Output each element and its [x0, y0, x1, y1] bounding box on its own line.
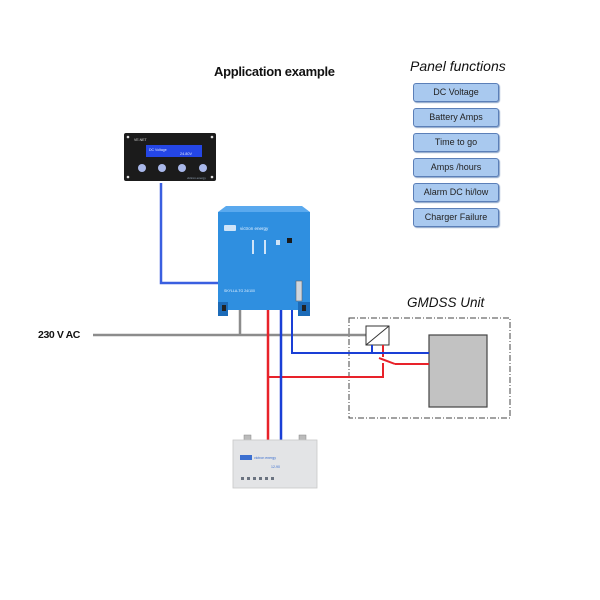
battery-charger: victron energy SKYLLA-TG 24/100 — [218, 206, 310, 316]
control-panel-maker: victron energy — [187, 176, 206, 180]
charger-logo — [224, 225, 236, 231]
gmdss-equipment-box — [428, 334, 488, 408]
panel-function-charger-failure: Charger Failure — [413, 208, 499, 227]
charger-dc-terminal — [295, 280, 303, 302]
converter-diagonal — [365, 325, 390, 346]
charger-body — [218, 212, 310, 310]
switch-contact — [378, 357, 396, 365]
panel-function-amp-hours: Amps /hours — [413, 158, 499, 177]
data-cable — [159, 183, 220, 285]
battery-model: 12-90 — [271, 465, 280, 469]
charger-model: SKYLLA-TG 24/100 — [224, 289, 255, 293]
panel-button-2 — [158, 164, 166, 172]
display-value: 24.80V — [180, 152, 193, 156]
control-panel: VE.NET DC Voltage 24.80V victron energy — [124, 133, 216, 181]
battery: victron energy 12-90 — [232, 434, 318, 489]
panel-functions-list: DC Voltage Battery Amps Time to go Amps … — [413, 83, 499, 233]
diagram-title: Application example — [214, 64, 335, 79]
control-panel-display — [146, 145, 202, 157]
gmdss-positive-wire — [268, 363, 384, 378]
gmdss-negative-wire — [291, 293, 429, 354]
panel-button-1 — [138, 164, 146, 172]
panel-function-time-to-go: Time to go — [413, 133, 499, 152]
display-line: DC Voltage — [149, 148, 167, 152]
panel-function-alarm-dc: Alarm DC hi/low — [413, 183, 499, 202]
battery-body — [232, 439, 318, 489]
panel-button-4 — [199, 164, 207, 172]
ac-input-label: 230 V AC — [38, 329, 80, 341]
charger-maker: victron energy — [240, 226, 269, 231]
panel-function-battery-amps: Battery Amps — [413, 108, 499, 127]
control-panel-brand: VE.NET — [134, 138, 148, 142]
battery-logo — [240, 455, 252, 460]
panel-button-3 — [178, 164, 186, 172]
battery-maker: victron energy — [254, 456, 276, 460]
panel-function-dc-voltage: DC Voltage — [413, 83, 499, 102]
panel-functions-heading: Panel functions — [410, 58, 506, 74]
gmdss-unit-label: GMDSS Unit — [407, 295, 485, 310]
gmdss-boundary — [348, 317, 511, 419]
